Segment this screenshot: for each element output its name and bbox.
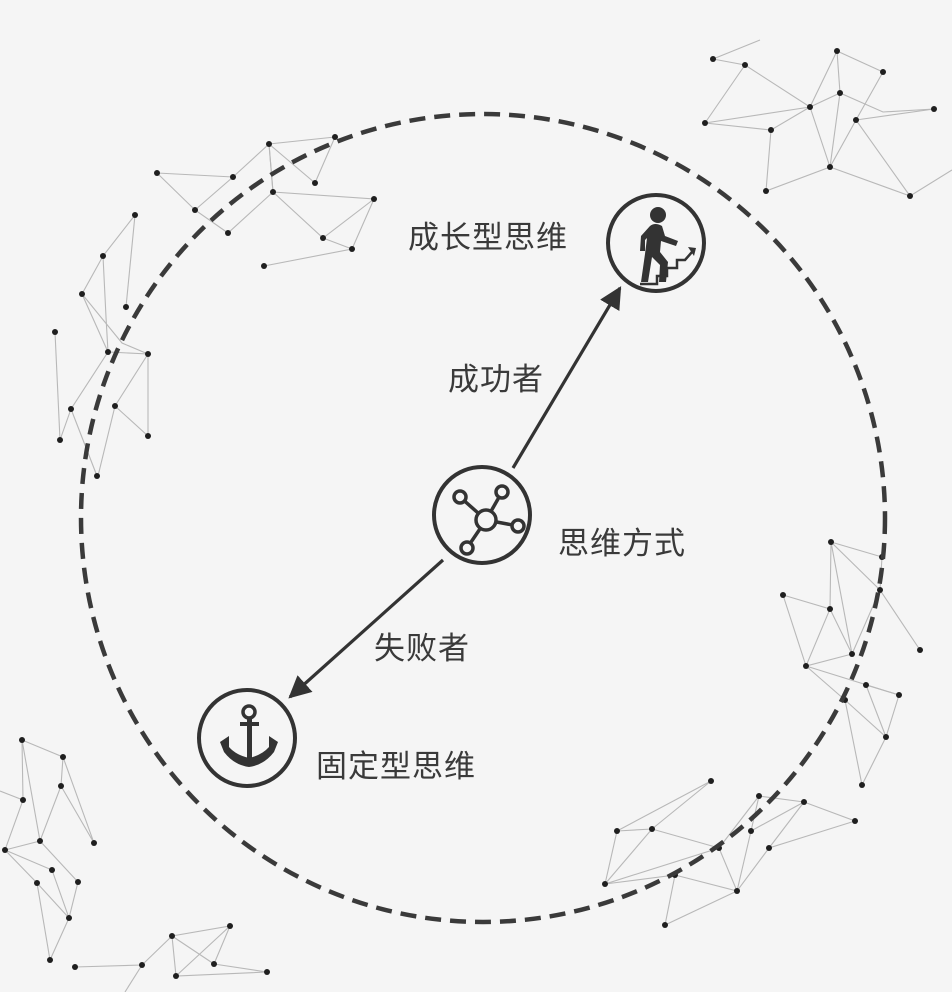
edge-to-growth-mindset bbox=[511, 286, 622, 469]
mindset-center-node bbox=[432, 465, 532, 565]
dashed-boundary-circle bbox=[78, 111, 888, 925]
network-hub-icon bbox=[452, 484, 526, 556]
success-edge-label: 成功者 bbox=[448, 362, 544, 398]
growth-mindset-node bbox=[606, 193, 706, 293]
fixed-mindset-label: 固定型思维 bbox=[316, 749, 476, 785]
growth-mindset-label: 成长型思维 bbox=[408, 220, 568, 256]
network-decoration-right bbox=[780, 539, 923, 788]
network-decoration-top-left bbox=[52, 134, 377, 479]
person-climbing-stairs-icon bbox=[640, 207, 696, 286]
network-decoration-bottom-right bbox=[602, 778, 858, 928]
network-decoration-top-right bbox=[702, 39, 952, 199]
network-decoration-bottom-left bbox=[0, 737, 270, 992]
failure-edge-label: 失败者 bbox=[374, 631, 470, 667]
mindset-label: 思维方式 bbox=[558, 526, 686, 562]
fixed-mindset-node bbox=[197, 688, 297, 788]
anchor-icon bbox=[220, 704, 278, 767]
edge-to-fixed-mindset bbox=[288, 558, 445, 699]
